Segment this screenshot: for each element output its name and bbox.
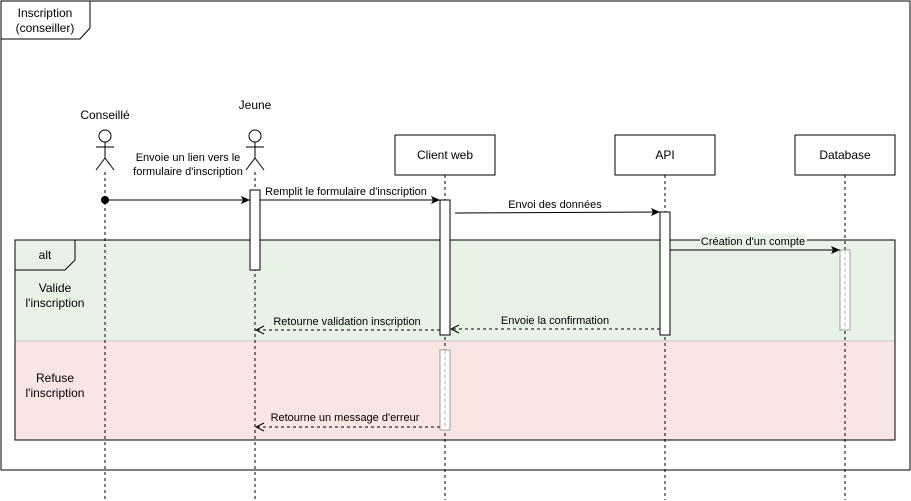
alt-refuse-guard-line1: Refuse bbox=[36, 371, 74, 385]
participant-api-label: API bbox=[655, 148, 674, 162]
activation-jeune bbox=[249, 189, 261, 271]
frame-title-line1: Inscription bbox=[18, 6, 73, 20]
alt-operator: alt bbox=[39, 248, 52, 262]
message-retourne-validation-label: Retourne validation inscription bbox=[273, 316, 420, 328]
actor-conseille-label: Conseillé bbox=[80, 108, 130, 122]
message-remplit-formulaire-label: Remplit le formulaire d'inscription bbox=[265, 186, 427, 198]
message-creation-compte-label-bg bbox=[700, 234, 807, 248]
frame-label-box bbox=[1, 0, 91, 40]
alt-valid-region bbox=[15, 240, 895, 341]
message-envoie-confirmation-label: Envoie la confirmation bbox=[501, 315, 609, 327]
frame-title-line2: (conseiller) bbox=[16, 21, 75, 35]
message-envoie-lien-label-bg bbox=[132, 151, 244, 179]
message-envoi-donnees-label: Envoi des données bbox=[508, 199, 602, 211]
message-retourne-erreur-label: Retourne un message d'erreur bbox=[271, 412, 420, 424]
message-creation-compte-label: Création d'un compte bbox=[701, 236, 805, 248]
participant-database-label: Database bbox=[819, 148, 871, 162]
actor-conseille-icon bbox=[95, 129, 115, 171]
message-envoi-donnees-arrow bbox=[454, 208, 661, 217]
activation-api bbox=[659, 211, 671, 336]
message-envoie-lien-line1: Envoie un lien vers le bbox=[136, 152, 241, 164]
alt-valid-guard-line1: Valide bbox=[39, 281, 72, 295]
participant-api-box bbox=[614, 134, 716, 176]
alt-refuse-guard-line2: l'inscription bbox=[26, 386, 85, 400]
participant-client-web-box bbox=[394, 134, 496, 176]
actor-jeune-label: Jeune bbox=[239, 98, 272, 112]
alt-fragment-border bbox=[14, 239, 896, 441]
alt-valid-guard-line2: l'inscription bbox=[26, 296, 85, 310]
participant-client-web-label: Client web bbox=[417, 148, 473, 162]
alt-refuse-region bbox=[15, 341, 895, 440]
participant-database-box bbox=[794, 134, 896, 176]
activation-client-web bbox=[439, 199, 451, 336]
alt-label-box bbox=[15, 239, 76, 271]
frame-border bbox=[0, 0, 911, 471]
message-envoie-lien-line2: formulaire d'inscription bbox=[133, 166, 243, 178]
actor-jeune-icon bbox=[245, 129, 265, 171]
